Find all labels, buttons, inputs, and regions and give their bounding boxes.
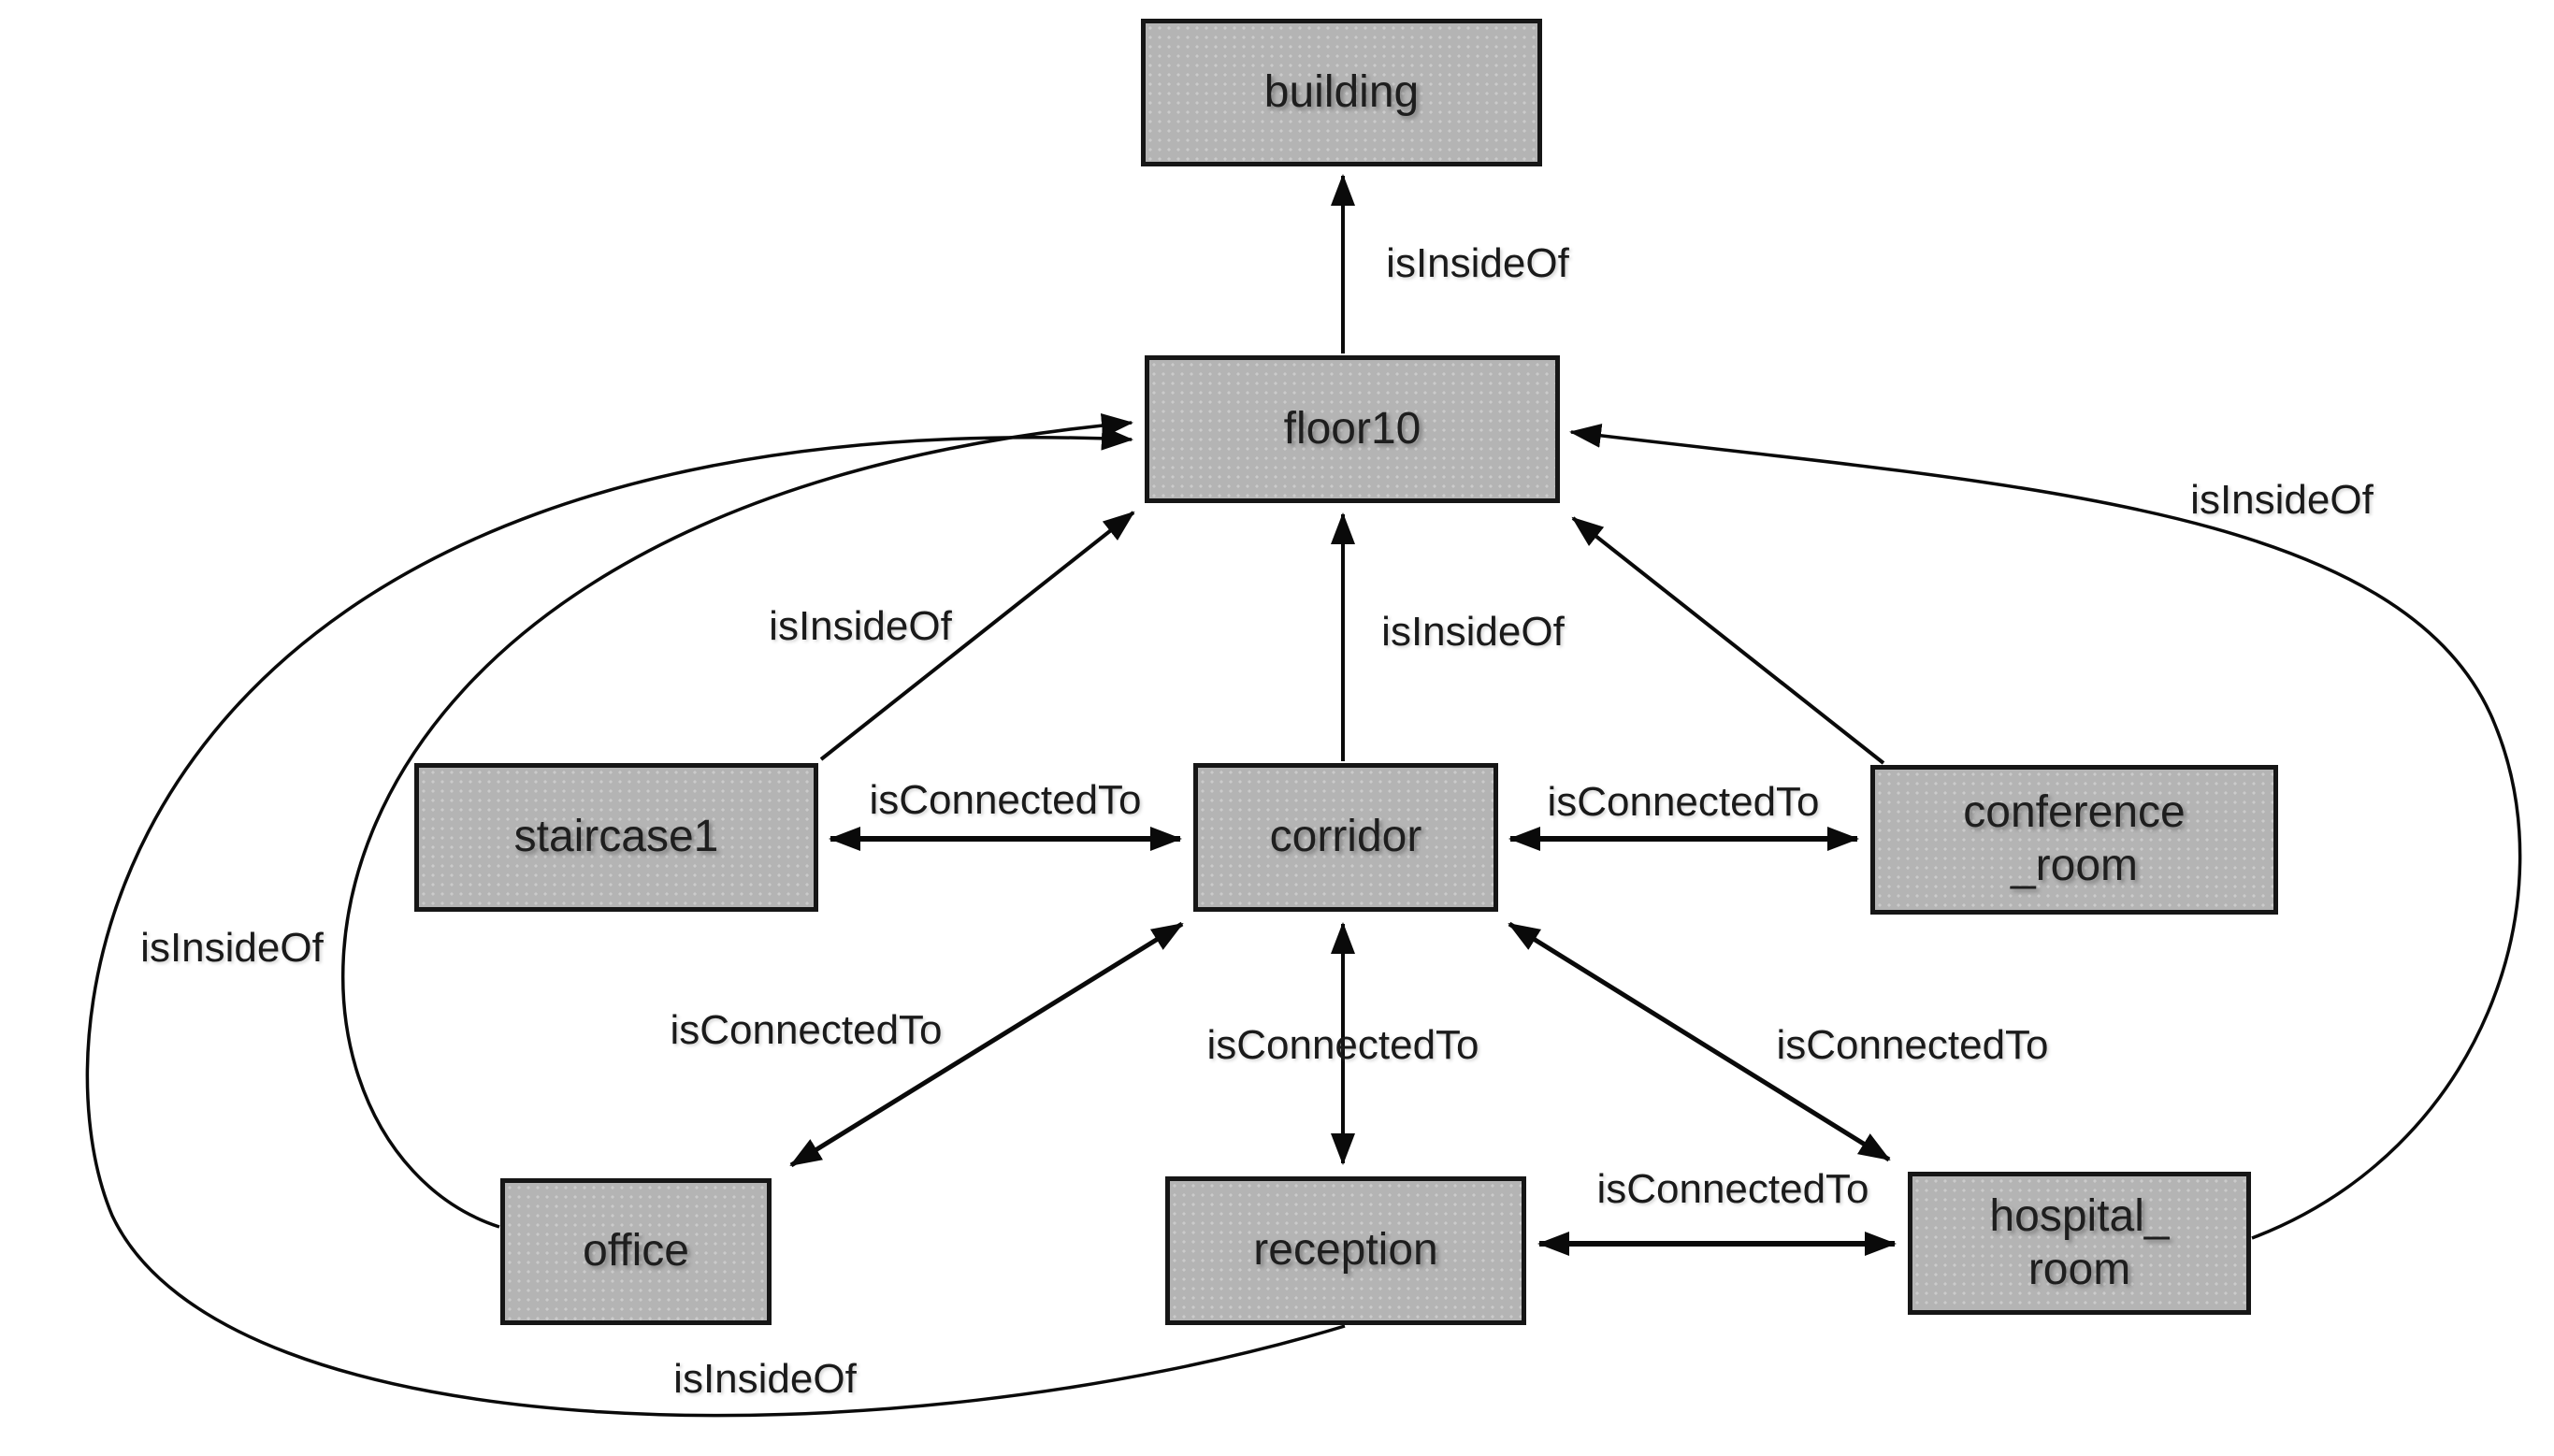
node-building: building (1141, 19, 1542, 166)
edge-staircase1-floor10 (819, 511, 1135, 761)
node-corridor: corridor (1193, 763, 1498, 912)
edge-corridor-hospital_room (1508, 921, 1891, 1162)
edge-label-hospital_room-floor10: isInsideOf (2190, 477, 2374, 523)
node-hospital_room: hospital_ room (1908, 1172, 2251, 1315)
edge-reception-floor10 (85, 425, 1346, 1418)
edge-label-corridor-floor10: isInsideOf (1381, 609, 1565, 655)
edge-corridor-office (789, 921, 1184, 1168)
edge-label-floor10-building: isInsideOf (1386, 240, 1569, 286)
node-floor10: floor10 (1145, 355, 1560, 503)
edge-hospital_room-floor10 (1569, 423, 2522, 1240)
node-conference_room: conference _room (1870, 765, 2278, 915)
edge-label-staircase1-corridor: isConnectedTo (869, 777, 1142, 823)
edge-paths-group (85, 174, 2522, 1418)
node-reception: reception (1165, 1176, 1526, 1325)
edge-label-reception-hospital_room: isConnectedTo (1596, 1166, 1869, 1212)
edge-label-staircase1-floor10: isInsideOf (769, 603, 952, 649)
node-office: office (500, 1178, 772, 1325)
edge-label-corridor-office: isConnectedTo (670, 1007, 943, 1053)
node-staircase1: staircase1 (414, 763, 818, 912)
edge-label-reception-floor10: isInsideOf (673, 1356, 857, 1402)
edge-label-corridor-hospital_room: isConnectedTo (1776, 1022, 2049, 1068)
edge-label-corridor-conference_room: isConnectedTo (1547, 779, 1820, 825)
edge-conference_room-floor10 (1571, 516, 1885, 765)
edge-label-corridor-reception: isConnectedTo (1206, 1022, 1479, 1068)
edge-office-floor10 (340, 412, 1133, 1229)
edge-label-office-floor10: isInsideOf (140, 925, 324, 971)
